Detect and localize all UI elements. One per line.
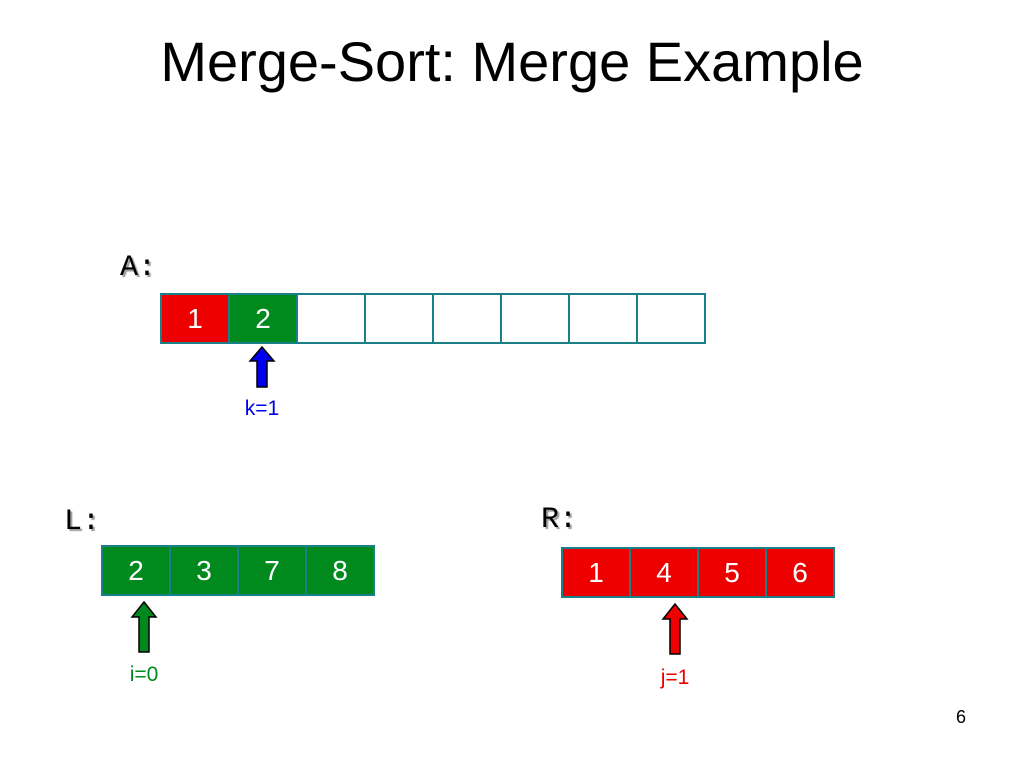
array-a-cell [568, 293, 638, 344]
pointer-k-label: k=1 [244, 397, 280, 420]
array-a-cell [636, 293, 706, 344]
array-r-cell: 5 [697, 547, 767, 598]
array-a-cell [364, 293, 434, 344]
array-r-label: R: [541, 503, 578, 537]
array-l-cell: 7 [237, 545, 307, 596]
pointer-j-label: j=1 [660, 666, 690, 689]
pointer-k-arrow-icon [248, 346, 276, 388]
pointer-i-arrow-icon [130, 601, 158, 653]
array-r-cell: 6 [765, 547, 835, 598]
array-a-cell: 1 [160, 293, 230, 344]
array-l-label: L: [64, 505, 101, 539]
array-l: 2 3 7 8 [101, 545, 375, 596]
pointer-j-arrow-icon [661, 603, 689, 655]
array-r-cell: 4 [629, 547, 699, 598]
array-r: 1 4 5 6 [561, 547, 835, 598]
array-l-cell: 2 [101, 545, 171, 596]
array-a: 1 2 [160, 293, 706, 344]
page-number: 6 [955, 707, 966, 727]
array-a-cell [500, 293, 570, 344]
array-l-cell: 3 [169, 545, 239, 596]
array-a-cell [296, 293, 366, 344]
array-a-cell: 2 [228, 293, 298, 344]
slide-title: Merge-Sort: Merge Example [160, 30, 864, 93]
array-l-cell: 8 [305, 545, 375, 596]
pointer-i-label: i=0 [129, 663, 159, 686]
array-a-label: A: [120, 251, 157, 285]
array-a-cell [432, 293, 502, 344]
array-r-cell: 1 [561, 547, 631, 598]
